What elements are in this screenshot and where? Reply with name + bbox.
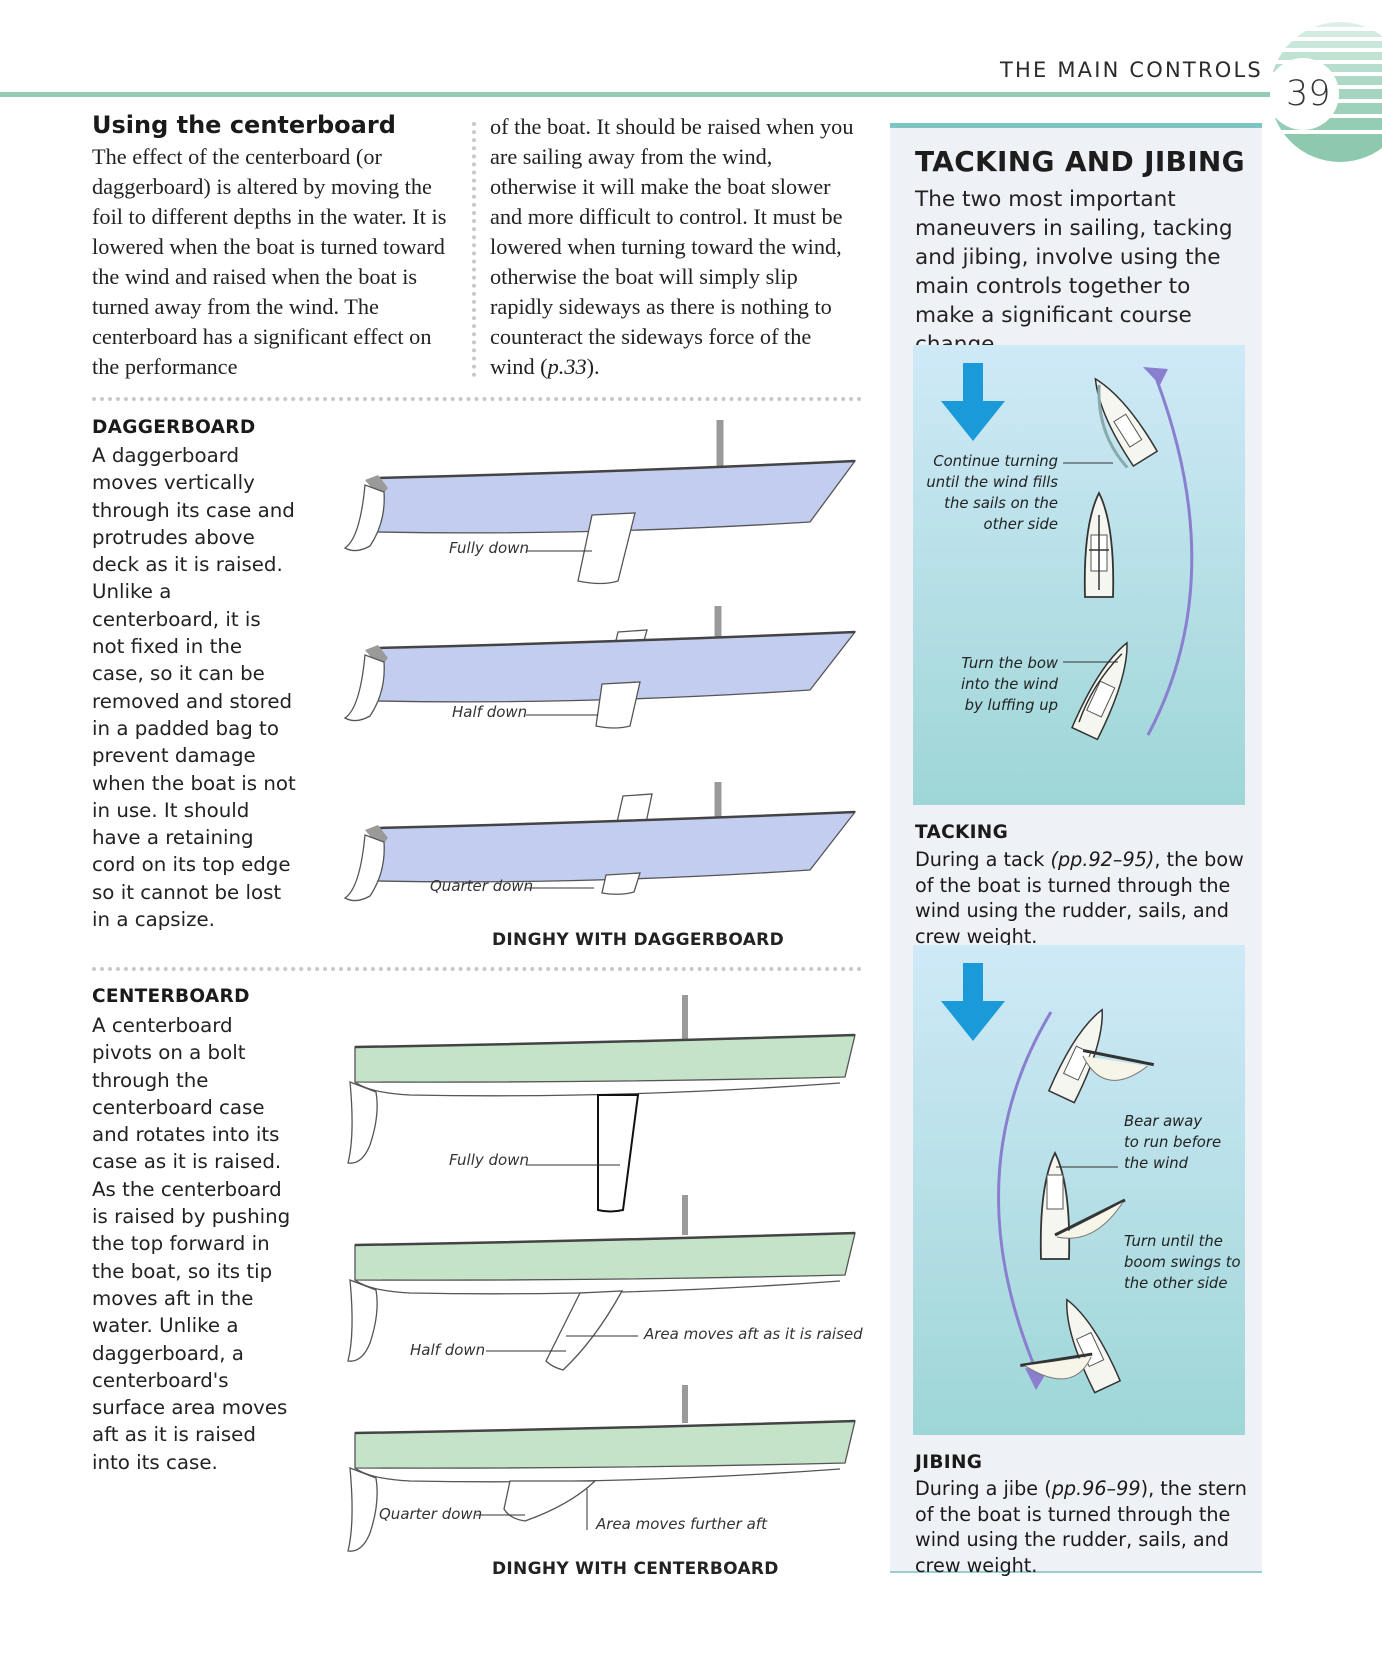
daggerboard-text: A daggerboard moves vertically through i…: [92, 444, 296, 932]
jibing-label-top: Bear away to run before the wind: [1124, 1113, 1222, 1172]
boat-icon-tack-middle: [1083, 490, 1115, 598]
sidebar-title: TACKING AND JIBING: [915, 145, 1245, 178]
section-title: THE MAIN CONTROLS: [1000, 58, 1263, 82]
daggerboard-boat-fully-down: [343, 420, 857, 585]
centerboard-boat-fully-down: [347, 995, 856, 1213]
centerboard-boat-quarter-down: [347, 1385, 856, 1552]
intro-paragraph-col1: The effect of the centerboard (or dagger…: [92, 144, 447, 379]
label-center-quarter-down: Quarter down: [379, 1505, 483, 1523]
page-number-badge: [1270, 22, 1382, 162]
centerboard-text: A centerboard pivots on a bolt through t…: [92, 1014, 291, 1474]
jibing-diagram: [913, 945, 1245, 1435]
daggerboard-boat-half-down: [343, 606, 857, 729]
jibing-heading: JIBING: [915, 1452, 983, 1473]
centerboard-boat-half-down: [347, 1195, 856, 1371]
tacking-page-ref: (pp.92–95): [1050, 848, 1155, 871]
tacking-label-bottom: Turn the bow into the wind by luffing up: [960, 655, 1058, 714]
intro-col2-end: ).: [586, 354, 600, 379]
centerboard-caption: DINGHY WITH CENTERBOARD: [492, 1559, 779, 1579]
boat-icon-jibe-bottom: [1020, 1298, 1122, 1394]
sidebar-bottom-rule: [890, 1571, 1262, 1573]
label-center-fully-down: Fully down: [449, 1151, 529, 1169]
intro-col2-text: of the boat. It should be raised when yo…: [490, 114, 854, 379]
centerboard-illustration: [347, 995, 856, 1552]
centerboard-heading: CENTERBOARD: [92, 986, 250, 1007]
section-divider: [92, 397, 862, 401]
label-dagger-fully-down: Fully down: [449, 539, 529, 557]
page-number: 39: [1286, 74, 1331, 114]
label-center-half-down: Half down: [410, 1341, 486, 1359]
label-center-area-aft: Area moves aft as it is raised: [644, 1325, 863, 1343]
intro-paragraph-col2: of the boat. It should be raised when yo…: [490, 112, 860, 382]
wind-arrow-icon: [941, 963, 1005, 1041]
tacking-heading: TACKING: [915, 822, 1009, 843]
header-rule: [0, 92, 1290, 97]
boat-icon-jibe-top: [1047, 1008, 1155, 1104]
column-divider: [472, 122, 476, 377]
jibing-label-bottom: Turn until the boom swings to the other …: [1124, 1233, 1241, 1292]
daggerboard-boat-quarter-down: [343, 782, 857, 902]
daggerboard-caption: DINGHY WITH DAGGERBOARD: [492, 930, 784, 950]
boat-icon-jibe-middle: [1039, 1150, 1126, 1260]
boat-icon-tack-bottom: [1071, 641, 1128, 741]
turn-direction-arrowhead: [1143, 367, 1168, 385]
wind-arrow-icon: [941, 363, 1005, 441]
jibing-text: During a jibe (pp.96–99), the stern of t…: [915, 1477, 1247, 1577]
section-divider-2: [92, 967, 862, 971]
daggerboard-illustration: [343, 420, 857, 902]
section-heading: Using the centerboard: [92, 111, 396, 139]
tacking-diagram: [913, 345, 1245, 805]
label-center-area-further-aft: Area moves further aft: [596, 1515, 767, 1533]
intro-page-ref: p.33: [547, 354, 587, 379]
tacking-label-top: Continue turning until the wind fills th…: [926, 453, 1058, 533]
daggerboard-heading: DAGGERBOARD: [92, 417, 256, 438]
jibing-page-ref: pp.96–99: [1051, 1477, 1141, 1500]
label-dagger-half-down: Half down: [452, 703, 528, 721]
label-dagger-quarter-down: Quarter down: [430, 877, 534, 895]
sidebar-intro: The two most important maneuvers in sail…: [915, 187, 1233, 357]
tacking-text: During a tack (pp.92–95), the bow of the…: [915, 848, 1244, 948]
boat-icon-tack-top: [1094, 377, 1159, 469]
